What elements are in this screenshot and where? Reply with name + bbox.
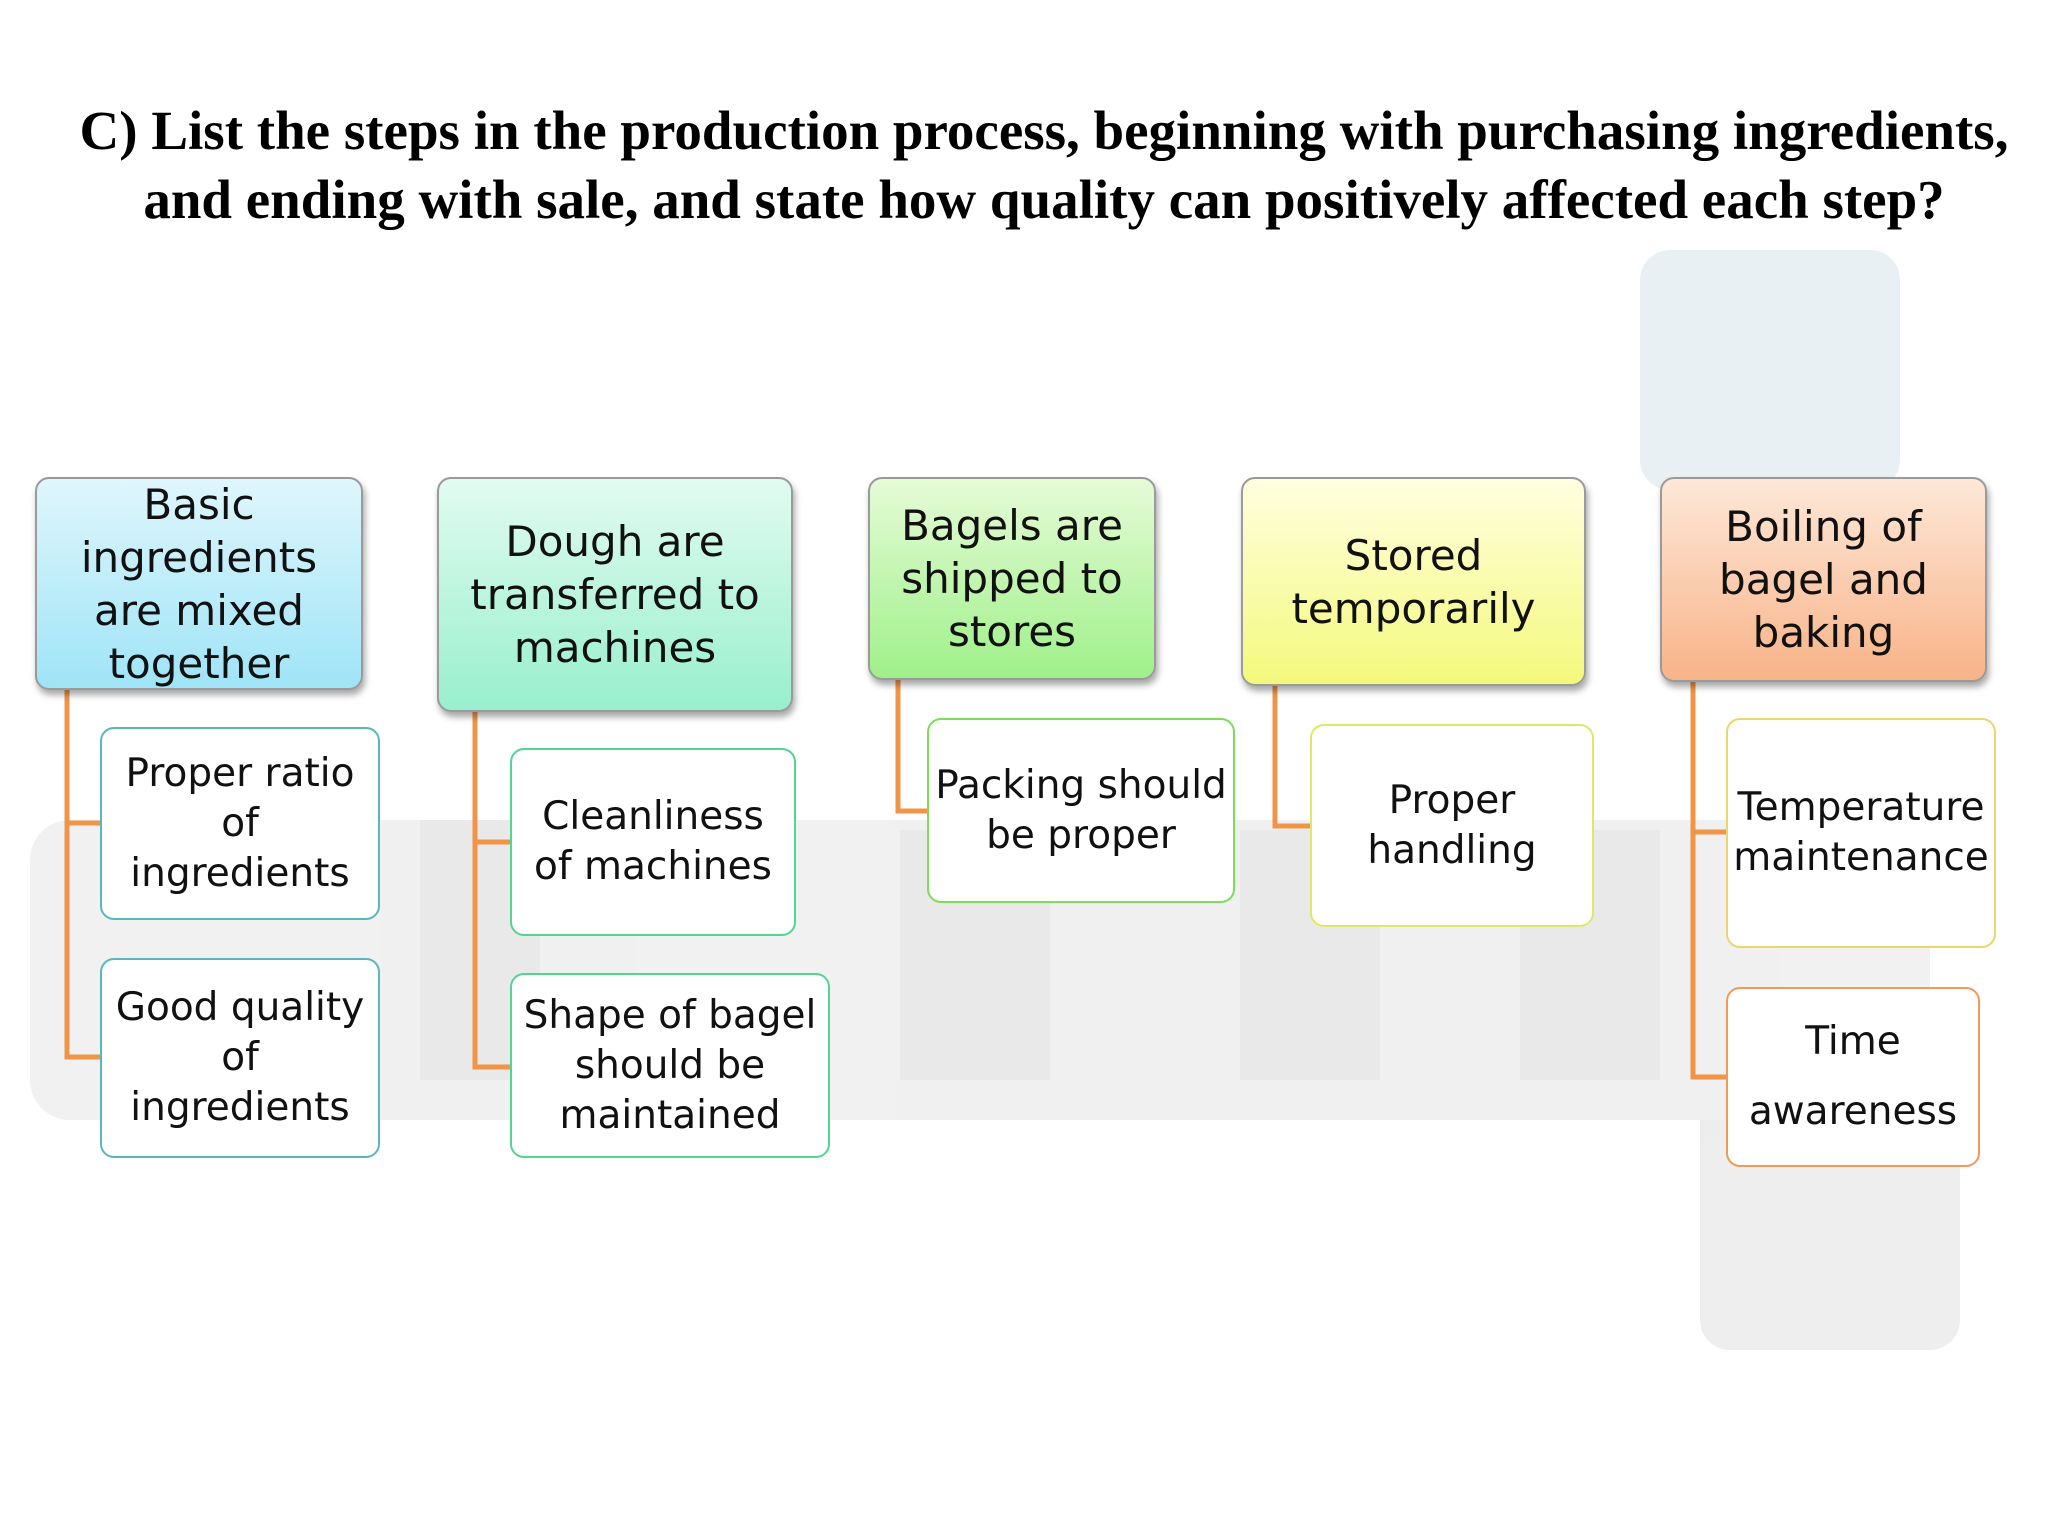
- step-1-item-1: Proper ratio of ingredients: [100, 727, 380, 920]
- step-5-label: Boiling of bagel and baking: [1719, 502, 1928, 657]
- step-1-item-1-label: Proper ratio of ingredients: [125, 750, 355, 896]
- step-5-item-2-label: Time awareness: [1748, 1019, 1958, 1134]
- slide-title: C) List the steps in the production proc…: [40, 96, 2048, 234]
- step-4-label: Stored temporarily: [1291, 530, 1536, 633]
- step-2-item-2: Shape of bagel should be maintained: [510, 973, 830, 1158]
- step-4-item-1: Proper handling: [1310, 724, 1594, 927]
- connector-step-1: [64, 690, 100, 1060]
- step-2-label: Dough are transferred to machines: [470, 517, 760, 672]
- step-5-header: Boiling of bagel and baking: [1660, 477, 1987, 682]
- step-2-item-2-label: Shape of bagel should be maintained: [523, 992, 817, 1138]
- step-1-item-2-label: Good quality of ingredients: [115, 985, 365, 1130]
- step-3-item-1: Packing should be proper: [927, 718, 1235, 903]
- step-4-header: Stored temporarily: [1241, 477, 1586, 686]
- step-5-item-2: Time awareness: [1726, 987, 1980, 1167]
- step-1-item-2: Good quality of ingredients: [100, 958, 380, 1158]
- step-4-item-1-label: Proper handling: [1367, 777, 1537, 873]
- step-2-header: Dough are transferred to machines: [437, 477, 793, 712]
- step-5-item-1-label: Temperature maintenance: [1733, 785, 1989, 880]
- step-3-label: Bagels are shipped to stores: [901, 501, 1123, 656]
- title-line-1: C) List the steps in the production proc…: [79, 100, 2009, 161]
- title-line-2: and ending with sale, and state how qual…: [143, 169, 1945, 230]
- connector-step-3: [895, 680, 927, 814]
- step-2-item-1: Cleanliness of machines: [510, 748, 796, 936]
- step-3-header: Bagels are shipped to stores: [868, 477, 1156, 680]
- step-5-item-1: Temperature maintenance: [1726, 718, 1996, 948]
- step-1-label: Basic ingredients are mixed together: [80, 479, 318, 688]
- connector-step-2: [472, 712, 510, 1070]
- step-3-item-1-label: Packing should be proper: [935, 762, 1227, 858]
- step-2-item-1-label: Cleanliness of machines: [534, 794, 772, 889]
- step-1-header: Basic ingredients are mixed together: [35, 477, 363, 690]
- connector-step-4: [1272, 686, 1310, 829]
- connector-step-5: [1690, 682, 1726, 1080]
